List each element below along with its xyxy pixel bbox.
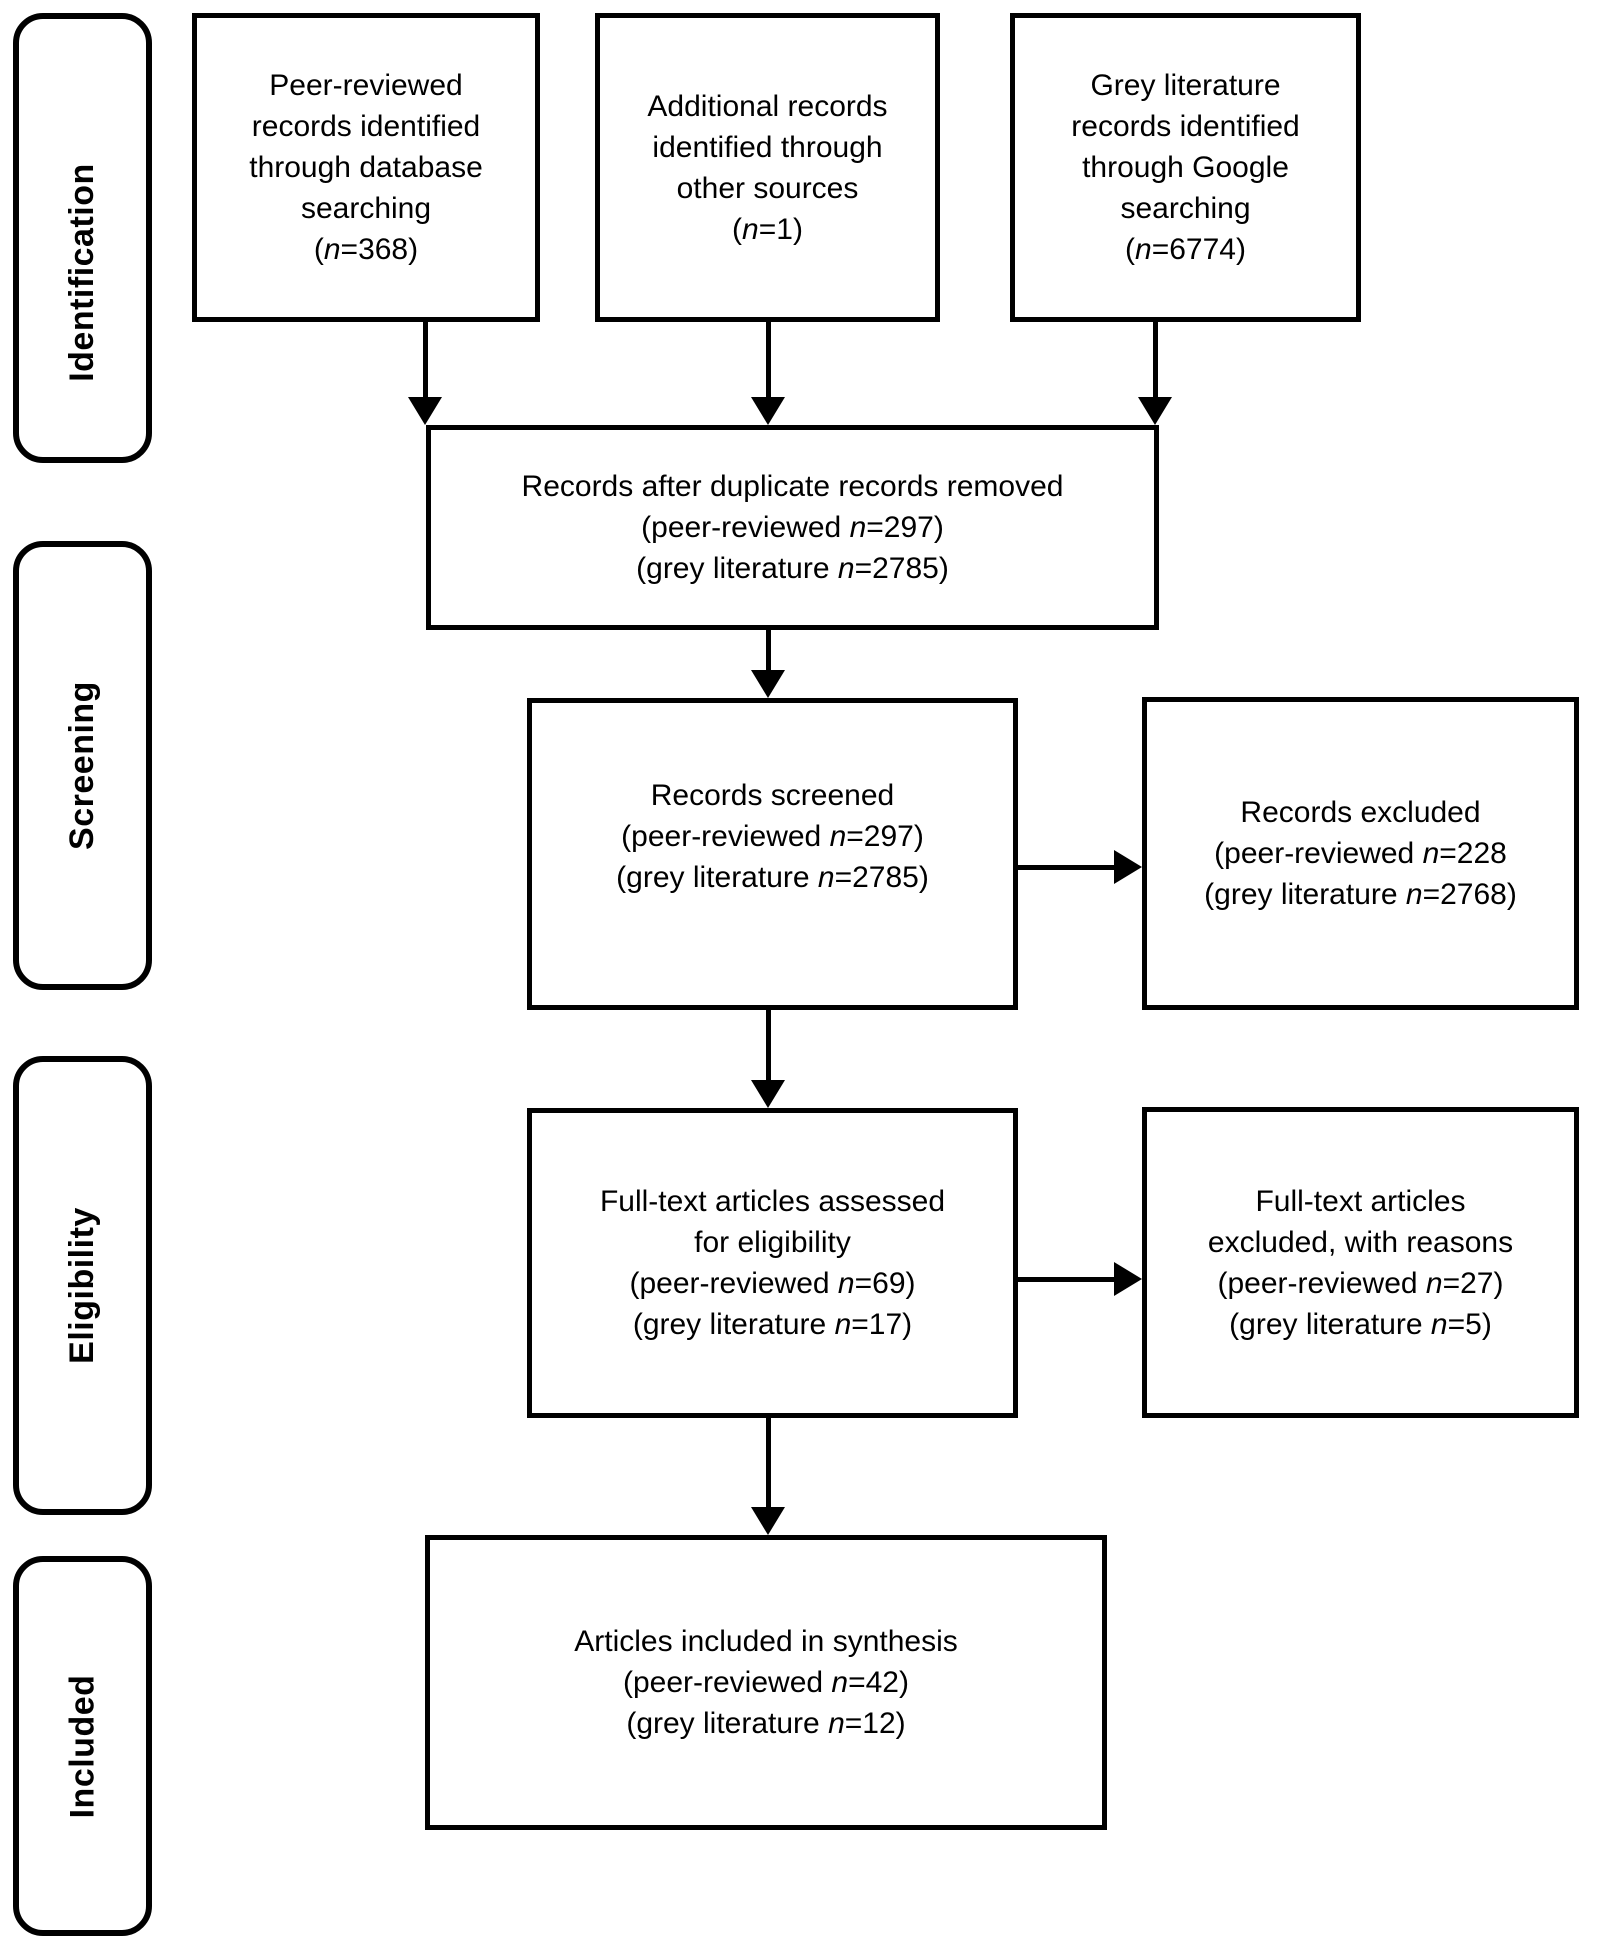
arrowhead-right-icon <box>1114 1262 1142 1296</box>
arrowhead-down-icon <box>751 670 785 698</box>
arrowhead-down-icon <box>751 1507 785 1535</box>
arrow-line <box>766 1418 771 1515</box>
arrowhead-down-icon <box>408 397 442 425</box>
stage-included-label: Included <box>63 1674 102 1818</box>
stage-screening: Screening <box>13 541 152 990</box>
box-records-screened-text: Records screened(peer-reviewed n=297)(gr… <box>616 778 929 894</box>
arrow-line <box>1018 865 1122 870</box>
box-records-excluded: Records excluded(peer-reviewed n=228(gre… <box>1142 697 1579 1010</box>
stage-identification-label: Identification <box>63 162 101 382</box>
box-records-screened: Records screened(peer-reviewed n=297)(gr… <box>527 698 1018 1010</box>
arrowhead-down-icon <box>1138 397 1172 425</box>
arrow-line <box>1018 1277 1122 1282</box>
stage-included: Included <box>13 1556 152 1936</box>
arrowhead-down-icon <box>751 397 785 425</box>
box-articles-included-synthesis: Articles included in synthesis(peer-revi… <box>425 1535 1107 1830</box>
arrow-line <box>766 630 771 678</box>
stage-eligibility-label: Eligibility <box>63 1207 101 1364</box>
arrowhead-right-icon <box>1114 850 1142 884</box>
arrow-line <box>1153 322 1158 405</box>
arrow-line <box>766 1010 771 1088</box>
box-records-excluded-text: Records excluded(peer-reviewed n=228(gre… <box>1204 796 1517 911</box>
box-articles-included-synthesis-text: Articles included in synthesis(peer-revi… <box>574 1625 958 1740</box>
stage-screening-label: Screening <box>63 681 102 850</box>
stage-eligibility: Eligibility <box>13 1056 152 1515</box>
arrow-line <box>423 322 428 405</box>
box-records-after-duplicates-removed: Records after duplicate records removed(… <box>426 425 1159 630</box>
stage-identification: Identification <box>13 13 152 463</box>
box-records-after-duplicates-removed-text: Records after duplicate records removed(… <box>521 470 1064 585</box>
arrowhead-down-icon <box>751 1080 785 1108</box>
arrow-line <box>766 322 771 405</box>
